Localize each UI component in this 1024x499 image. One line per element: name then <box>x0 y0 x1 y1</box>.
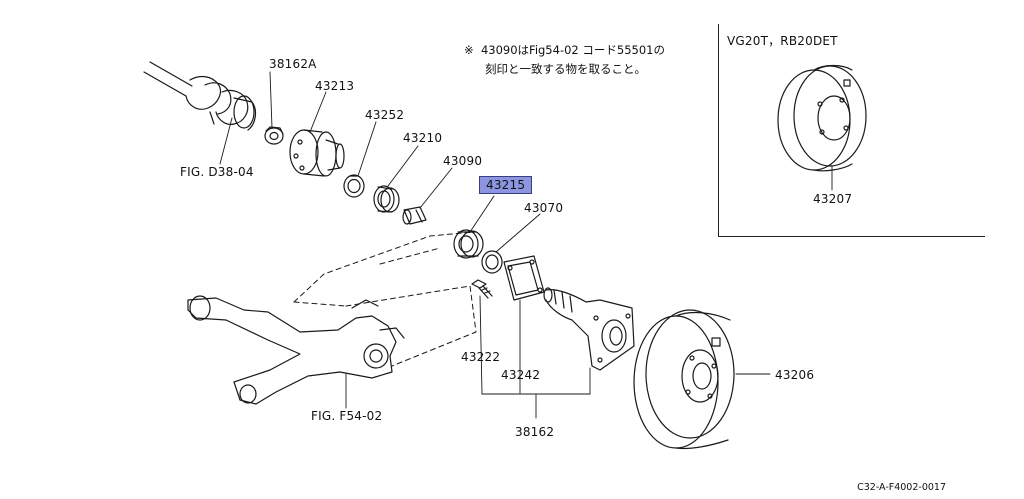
brake-drum-43207 <box>777 64 867 172</box>
bolt-43222 <box>471 279 493 299</box>
bearing-43210 <box>373 185 400 213</box>
variant-title: VG20T，RB20DET <box>727 34 838 48</box>
label-43090: 43090 <box>443 154 483 168</box>
suspension-arm <box>187 295 405 405</box>
label-43222: 43222 <box>461 350 501 364</box>
spacer-43090 <box>402 206 427 225</box>
label-43210: 43210 <box>403 131 443 145</box>
label-43213: 43213 <box>315 79 355 93</box>
spindle-38162 <box>543 287 635 371</box>
figure-ref-d38-04: FIG. D38-04 <box>180 165 254 179</box>
seal-43252 <box>343 174 365 198</box>
label-43070: 43070 <box>524 201 564 215</box>
label-43206: 43206 <box>775 368 815 382</box>
label-43215-highlighted[interactable]: 43215 <box>479 176 533 194</box>
drive-shaft <box>143 61 257 131</box>
variant-box <box>718 24 985 237</box>
nut-38162a <box>264 126 284 145</box>
seal-43070 <box>481 250 503 274</box>
label-38162a: 38162A <box>269 57 317 71</box>
companion-flange-43213 <box>289 129 345 177</box>
label-43207: 43207 <box>813 192 853 206</box>
label-38162: 38162 <box>515 425 555 439</box>
label-43252: 43252 <box>365 108 405 122</box>
leader-lines <box>219 71 833 419</box>
figure-ref-f54-02: FIG. F54-02 <box>311 409 383 423</box>
bearing-43215 <box>453 229 484 259</box>
note-symbol: ※ <box>464 43 474 57</box>
label-43242: 43242 <box>501 368 541 382</box>
mounting-outline <box>293 231 477 367</box>
spacer-selection-note: ※ 43090はFig54-02 コード55501の 刻印と一致する物を取ること… <box>464 41 665 79</box>
brake-drum-43206 <box>633 309 735 450</box>
note-line-1: 43090はFig54-02 コード55501の <box>480 43 665 57</box>
diagram-code: C32-A-F4002-0017 <box>857 482 946 493</box>
note-line-2: 刻印と一致する物を取ること。 <box>485 62 646 76</box>
gasket-43242 <box>503 255 545 301</box>
